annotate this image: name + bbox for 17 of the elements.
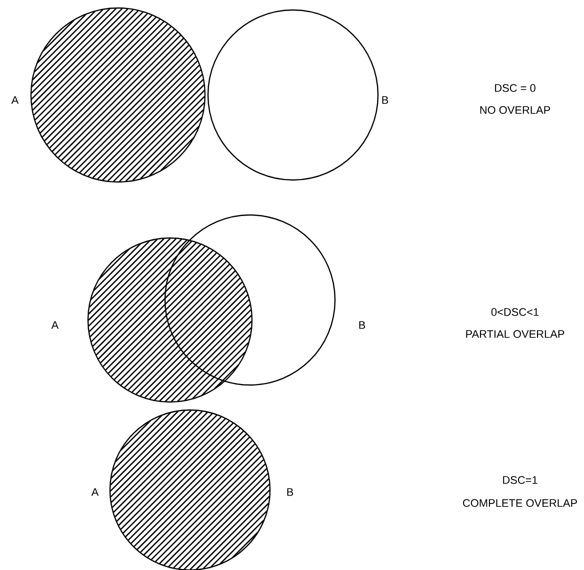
caption-text: DSC=1 — [503, 476, 538, 484]
circle — [164, 214, 336, 386]
circle — [87, 237, 253, 403]
set-label: B — [382, 96, 388, 104]
circle — [109, 409, 271, 570]
caption-text: 0<DSC<1 — [491, 308, 539, 316]
set-label: A — [91, 488, 99, 496]
set-label: A — [11, 96, 19, 104]
caption-text: PARTIAL OVERLAP — [466, 330, 564, 338]
caption-text: NO OVERLAP — [480, 106, 550, 114]
circle — [30, 7, 206, 183]
circle — [207, 9, 379, 181]
set-label: B — [287, 488, 294, 496]
set-label: B — [359, 321, 366, 329]
set-label: A — [51, 321, 59, 329]
caption-text: COMPLETE OVERLAP — [463, 499, 577, 507]
caption-text: DSC = 0 — [495, 84, 536, 92]
